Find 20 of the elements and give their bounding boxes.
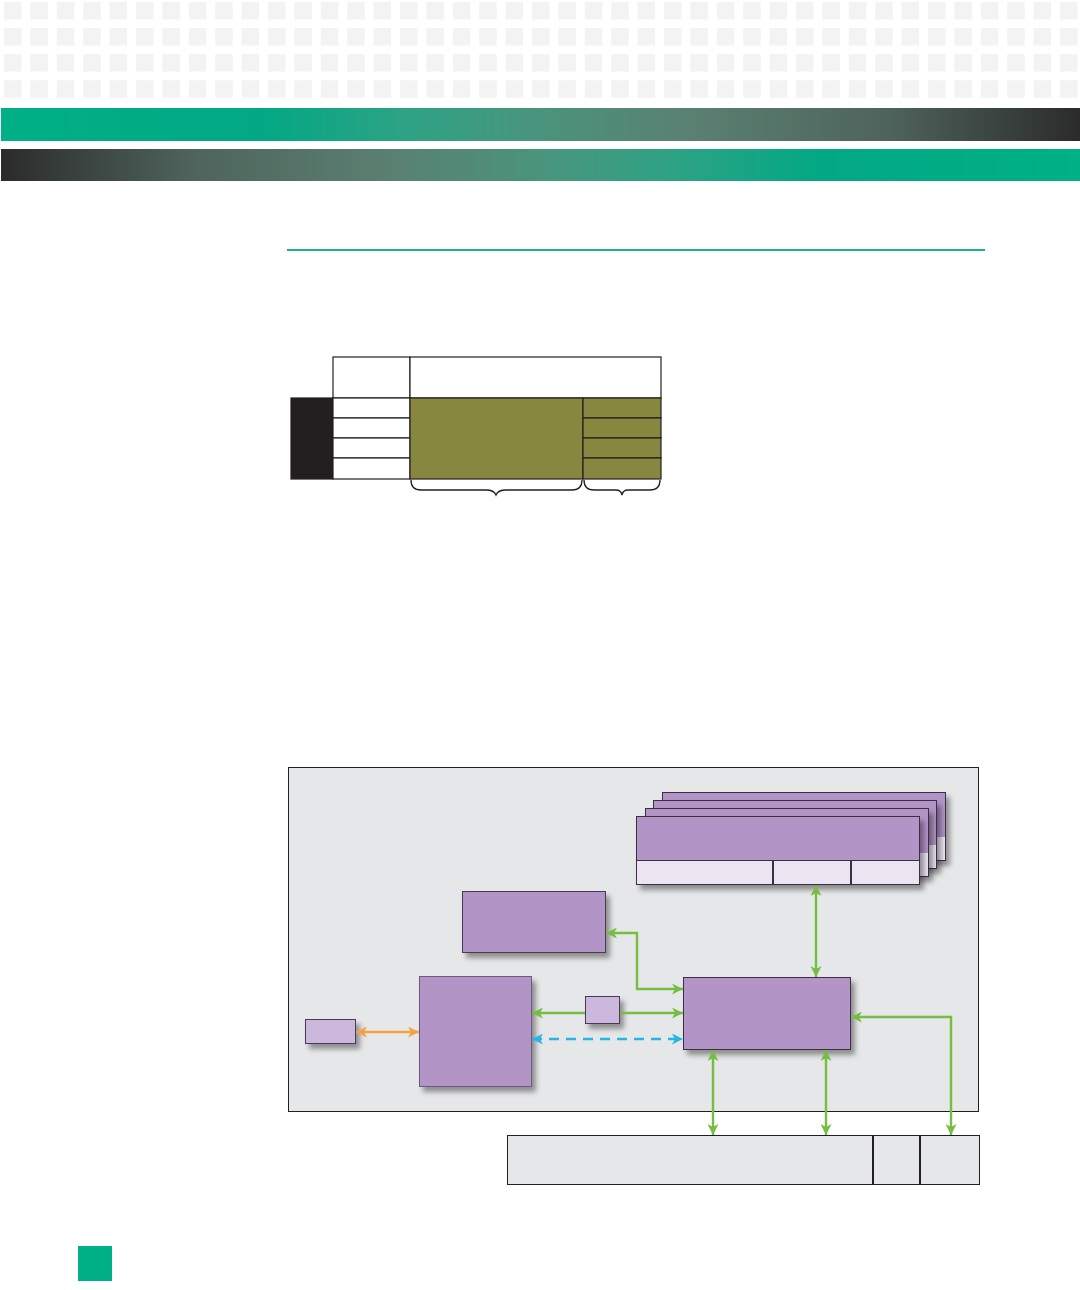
module-box: [418, 975, 532, 1087]
card-segment: [635, 859, 773, 885]
double-arrow: [851, 1011, 957, 1135]
card-segment: [850, 859, 920, 885]
small-module-box: [584, 995, 620, 1024]
dashed-double-arrow: [532, 1033, 683, 1045]
module-box: [461, 890, 606, 953]
double-arrow: [356, 1026, 419, 1038]
double-arrow: [820, 1050, 832, 1135]
double-arrow: [707, 1050, 719, 1135]
card-segment: [772, 859, 851, 885]
double-arrow: [810, 885, 822, 977]
module-card: [635, 815, 920, 885]
module-box: [682, 976, 851, 1050]
panel-area: [288, 767, 979, 1112]
bus-segment: [873, 1135, 920, 1185]
arrow: [620, 1007, 683, 1019]
double-arrow: [606, 927, 683, 995]
small-module-box: [304, 1018, 356, 1044]
arrow: [532, 1007, 585, 1019]
